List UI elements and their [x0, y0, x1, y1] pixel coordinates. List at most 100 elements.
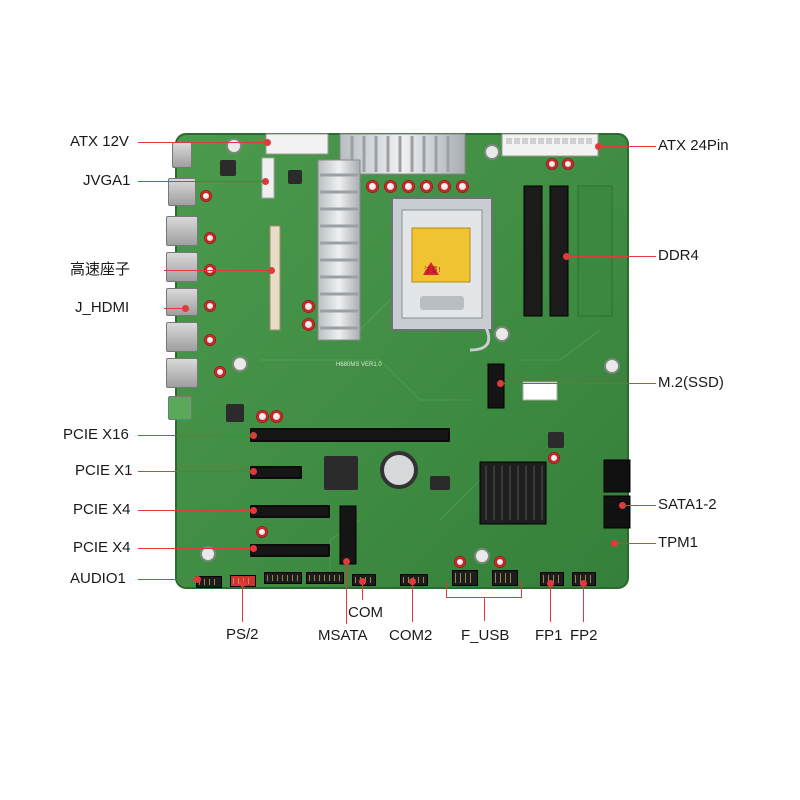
pcie-x4-slot	[250, 544, 330, 557]
board-model-marking: H680MS VER1.0	[336, 362, 382, 368]
capacitor	[438, 180, 451, 193]
capacitor	[204, 232, 216, 244]
rear-vga-port	[172, 142, 192, 168]
rear-lan-port	[166, 216, 198, 246]
capacitor	[302, 300, 315, 313]
pcie-x1-slot	[250, 466, 302, 479]
usb-header	[492, 570, 518, 586]
super-io-chip	[324, 456, 358, 490]
label-pcie-x4-a: PCIE X4	[73, 501, 131, 518]
leader-dot-atx24pin	[595, 143, 602, 150]
leader-dot-j-hdmi	[182, 305, 189, 312]
label-f-usb: F_USB	[461, 627, 510, 644]
leader-line-atx12v	[138, 142, 268, 143]
label-tpm1: TPM1	[658, 534, 699, 551]
bottom-header	[264, 572, 302, 584]
rear-audio-jack	[168, 396, 192, 420]
leader-dot-pcie-x4-a	[250, 507, 257, 514]
label-fp2: FP2	[570, 627, 598, 644]
leader-dot-msata	[343, 558, 350, 565]
leader-line-atx24pin	[598, 146, 656, 147]
leader-line-m2-ssd	[500, 383, 656, 384]
ic-chip	[226, 404, 244, 422]
mounting-hole	[226, 138, 242, 154]
label-audio1: AUDIO1	[70, 570, 126, 587]
ic-chip	[548, 432, 564, 448]
pcie-x4-slot	[250, 505, 330, 518]
fp1-header	[540, 572, 564, 586]
leader-line-msata	[346, 562, 347, 624]
label-pcie-x1: PCIE X1	[75, 462, 133, 479]
leader-dot-jvga1	[262, 178, 269, 185]
leader-dot-ps2	[239, 580, 246, 587]
leader-dot-tpm1	[611, 540, 618, 547]
label-j-hdmi: J_HDMI	[75, 299, 130, 316]
mounting-hole	[494, 326, 510, 342]
leader-line-audio1	[138, 579, 198, 580]
leader-line-tpm1	[614, 543, 656, 544]
leader-dot-fp1	[547, 580, 554, 587]
pcie-x16-slot	[250, 428, 450, 442]
leader-line-pcie-x16	[138, 435, 252, 436]
capacitor	[548, 452, 560, 464]
leader-dot-com2	[409, 578, 416, 585]
capacitor	[204, 334, 216, 346]
label-ddr4: DDR4	[658, 247, 699, 264]
capacitor	[204, 300, 216, 312]
usb-header	[452, 570, 478, 586]
leader-dot-audio1	[194, 576, 201, 583]
capacitor	[366, 180, 379, 193]
label-jvga1: JVGA1	[83, 172, 131, 189]
label-m2-ssd: M.2(SSD)	[658, 374, 724, 391]
rear-usb-port	[166, 358, 198, 388]
capacitor	[200, 190, 212, 202]
capacitor	[456, 180, 469, 193]
leader-line-j-hdmi	[164, 308, 186, 309]
mounting-hole	[200, 546, 216, 562]
capacitor	[420, 180, 433, 193]
capacitor	[214, 366, 226, 378]
leader-line-sata1-2	[622, 505, 656, 506]
leader-line-f-usb	[484, 597, 485, 621]
leader-dot-com	[359, 578, 366, 585]
leader-dot-fp2	[580, 580, 587, 587]
label-atx12v: ATX 12V	[70, 133, 129, 150]
label-atx24pin: ATX 24Pin	[658, 137, 729, 154]
leader-dot-pcie-x16	[250, 432, 257, 439]
capacitor	[402, 180, 415, 193]
leader-dot-high-speed-socket	[268, 267, 275, 274]
audio-header	[196, 576, 222, 588]
leader-dot-atx12v	[264, 139, 271, 146]
capacitor	[302, 318, 315, 331]
capacitor	[494, 556, 506, 568]
leader-dot-m2-ssd	[497, 380, 504, 387]
leader-dot-pcie-x1	[250, 468, 257, 475]
leader-line-ddr4	[566, 256, 656, 257]
leader-line-pcie-x4-a	[138, 510, 252, 511]
label-com: COM	[348, 604, 383, 621]
rear-usb-port	[168, 178, 196, 206]
leader-line-high-speed-socket	[164, 270, 272, 271]
ic-chip	[430, 476, 450, 490]
leader-bracket-f-usb-left	[446, 582, 447, 598]
capacitor	[384, 180, 397, 193]
rear-hdmi-port	[166, 288, 198, 316]
leader-line-jvga1	[138, 181, 266, 182]
capacitor	[256, 526, 268, 538]
capacitor	[270, 410, 283, 423]
label-pcie-x4-b: PCIE X4	[73, 539, 131, 556]
mounting-hole	[474, 548, 490, 564]
label-sata1-2: SATA1-2	[658, 496, 717, 513]
mounting-hole	[484, 144, 500, 160]
capacitor	[256, 410, 269, 423]
leader-dot-pcie-x4-b	[250, 545, 257, 552]
capacitor	[454, 556, 466, 568]
leader-line-com2	[412, 582, 413, 622]
label-pcie-x16: PCIE X16	[63, 426, 129, 443]
mounting-hole	[232, 356, 248, 372]
leader-line-pcie-x4-b	[138, 548, 252, 549]
capacitor	[546, 158, 558, 170]
label-fp1: FP1	[535, 627, 563, 644]
capacitor	[562, 158, 574, 170]
